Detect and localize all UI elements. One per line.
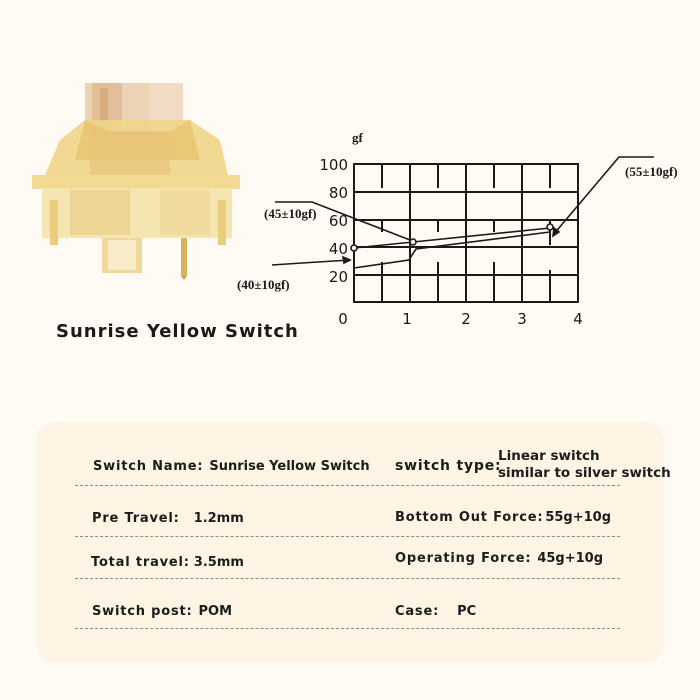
x-axis-labels: 0 1 2 3 4 — [338, 310, 583, 328]
chart-grid — [353, 163, 579, 303]
annotation-operating-force: (45±10gf) — [264, 206, 317, 221]
divider — [75, 485, 620, 486]
spec-case: Case:PC — [395, 604, 477, 619]
annotation-initial-force: (40±10gf) — [237, 277, 290, 292]
annotation-bottom-force: (55±10gf) — [625, 164, 678, 179]
divider — [75, 628, 620, 629]
spec-switch-type-label: switch type: — [395, 458, 502, 474]
spec-operating-force: Operating Force:45g+10g — [395, 551, 604, 566]
switch-type-line2: similar to silver switch — [498, 465, 671, 481]
spec-label: Switch Name: — [93, 459, 204, 474]
force-curves — [271, 156, 654, 269]
spec-pre-travel: Pre Travel:1.2mm — [92, 511, 244, 526]
svg-text:100: 100 — [319, 156, 348, 174]
spec-bottom-out-force: Bottom Out Force:55g+10g — [395, 510, 612, 525]
svg-text:40: 40 — [329, 240, 348, 258]
force-curve-chart: 100 80 60 40 20 gf 0 1 2 3 4 (45±10gf) (… — [237, 130, 678, 328]
spec-switch-type-value: Linear switch similar to silver switch — [498, 448, 671, 482]
svg-text:3: 3 — [517, 310, 527, 328]
divider — [75, 536, 620, 537]
spec-total-travel: Total travel:3.5mm — [91, 555, 244, 570]
spec-switch-name: Switch Name: Sunrise Yellow Switch — [93, 459, 370, 474]
y-axis-label: gf — [352, 130, 364, 145]
spec-value: Sunrise Yellow Switch — [209, 459, 370, 474]
svg-text:20: 20 — [329, 268, 348, 286]
svg-text:2: 2 — [461, 310, 471, 328]
svg-text:60: 60 — [329, 212, 348, 230]
spec-switch-post: Switch post:POM — [92, 604, 233, 619]
specs-panel — [36, 422, 664, 662]
product-title: Sunrise Yellow Switch — [56, 321, 299, 342]
svg-text:4: 4 — [573, 310, 583, 328]
svg-text:0: 0 — [338, 310, 348, 328]
switch-type-line1: Linear switch — [498, 448, 600, 464]
mechanical-switch-image — [32, 83, 240, 280]
divider — [75, 578, 620, 579]
svg-text:80: 80 — [329, 184, 348, 202]
y-axis-labels: 100 80 60 40 20 — [319, 156, 348, 286]
svg-text:1: 1 — [402, 310, 412, 328]
